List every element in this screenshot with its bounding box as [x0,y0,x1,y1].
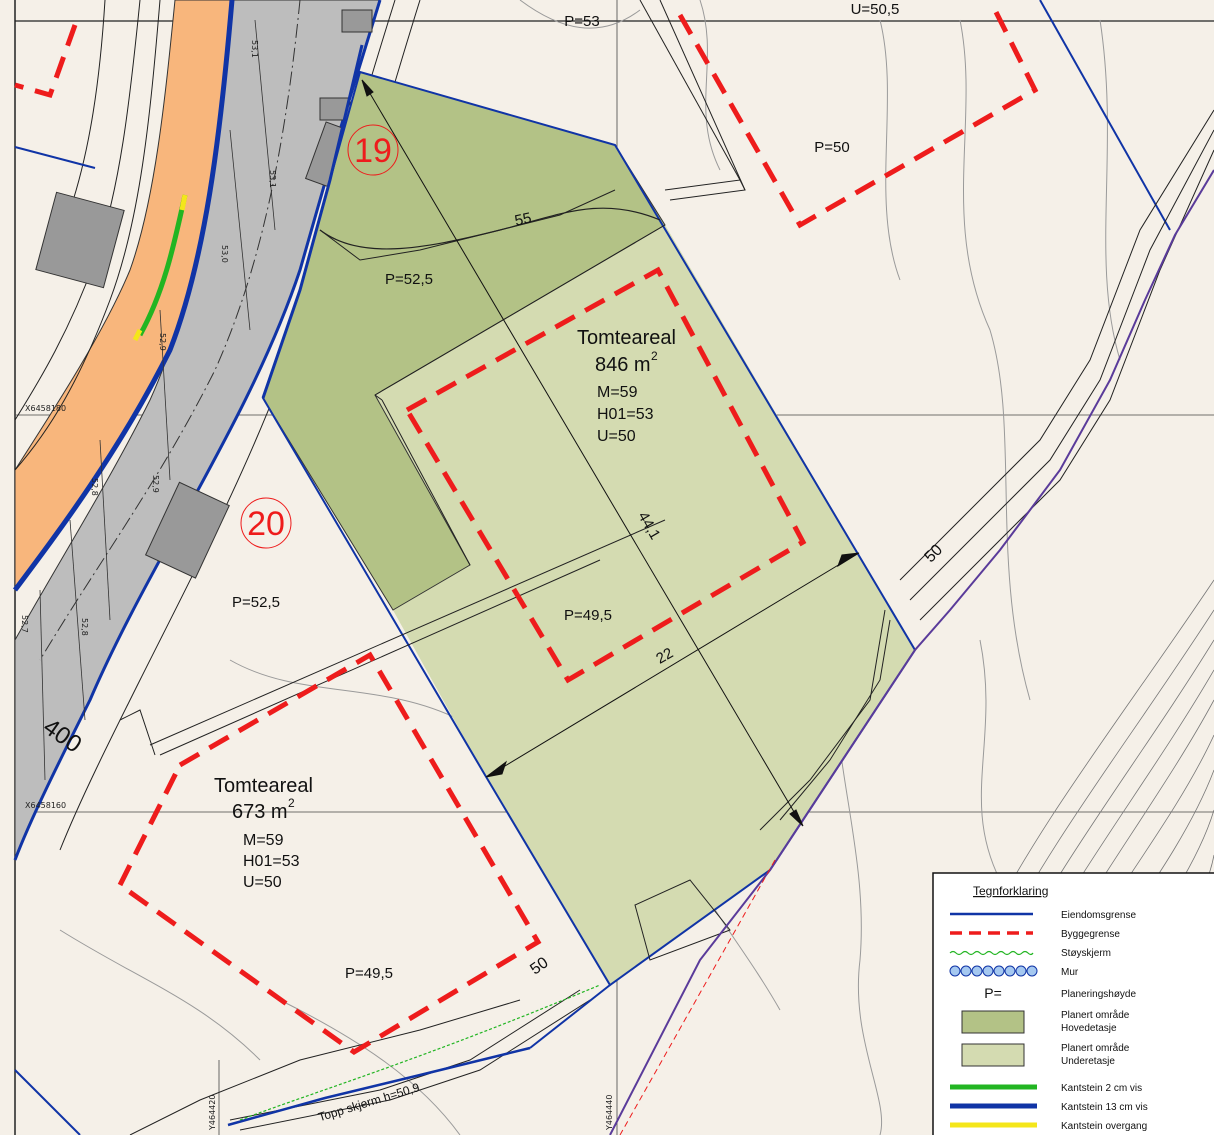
label-dim-22: 22 [653,645,676,668]
label-p-plot19: P=52,5 [385,271,433,288]
property-boundaries [14,0,1171,1135]
road-height-52-7: 52,7 [20,615,29,633]
plot-20-circle [240,497,292,549]
coord-y464440: Y464440 [605,1095,614,1131]
road-height-53-0: 53,0 [220,245,229,263]
label-contour-55: 55 [513,210,533,230]
plot-main-m: M=59 [597,384,638,401]
site-lines [119,0,1214,1135]
plot-lower-area: 673 m [232,801,288,823]
coord-x6458180: X6458180 [25,404,66,413]
plot-main-area: 846 m [595,354,651,376]
planned-area-basement-full [385,225,915,985]
legend-label-5b: Hovedetasje [1061,1023,1117,1034]
plot-lower-h01: H01=53 [243,853,300,870]
boundary-south-west [227,1046,531,1127]
road-height-53-1b: 53,1 [268,170,277,188]
plot-main-h01: H01=53 [597,406,654,423]
coord-y464420: Y464420 [208,1095,217,1131]
plot-main-area-sup: 2 [651,349,658,363]
legend-label-5: Planert område [1061,1009,1130,1021]
legend-title: Tegnforklaring [973,884,1048,898]
plot-lower-u: U=50 [243,874,282,891]
plot-main-title: Tomteareal [577,327,676,349]
plot-20-number: 20 [247,505,285,543]
dimension-lines [361,79,860,827]
legend-label-9: Kantstein overgang [1061,1121,1147,1132]
plot-19-circle [347,124,399,176]
plot-info-lower: Tomteareal 673 m 2 M=59 H01=53 U=50 [214,775,313,891]
legend-symbol-main-floor [961,1010,1025,1034]
legend-label-3: Mur [1061,967,1079,978]
plot-19-number: 19 [354,132,392,170]
legend-background [932,872,1214,1135]
legend-symbol-p-text: P= [984,985,1002,1001]
legend-label-0: Eiendomsgrense [1061,910,1136,921]
contour-55 [319,207,661,250]
plot-lower-title: Tomteareal [214,775,313,797]
plot-lower-area-sup: 2 [288,796,295,810]
legend-symbol-wall [949,965,1038,977]
noise-screen-line [239,984,601,1121]
south-boundary [529,984,611,1049]
road-height-52-9a: 52,9 [158,333,167,351]
build-limit-top-right [677,8,1039,229]
legend-symbol-basement [961,1043,1025,1067]
label-p-top: P=53 [564,13,599,30]
build-limit-top-left [14,24,78,99]
legend-label-6b: Underetasje [1061,1056,1115,1067]
legend-label-7: Kantstein 2 cm vis [1061,1083,1142,1094]
label-p50-top-right: P=50 [814,139,849,156]
build-limit-lower [116,651,542,1055]
legend-label-4: Planeringshøyde [1061,989,1136,1000]
label-p-bottom: P=49,5 [345,965,393,982]
road-height-53-1a: 53,1 [250,40,259,58]
road-height-52-8b: 52,8 [80,618,89,636]
legend-box: Tegnforklaring Eiendomsgrense Byggegrens… [932,872,1214,1135]
building-limits [14,8,1039,1055]
plot-main-u: U=50 [597,428,636,445]
legend-label-6: Planert område [1061,1042,1130,1054]
road-height-52-9b: 52,9 [151,475,160,493]
label-u-top: U=50,5 [851,1,900,18]
road-area [12,0,382,861]
east-boundary [609,169,1214,1135]
plot-lower-m: M=59 [243,832,284,849]
legend-label-8: Kantstein 13 cm vis [1061,1102,1148,1113]
red-guideline [619,859,776,1135]
build-limit-main [403,266,807,684]
plot-info-main: Tomteareal 846 m 2 M=59 H01=53 U=50 [577,327,676,445]
label-p-center: P=49,5 [564,607,612,624]
coord-x6458160: X6458160 [25,801,66,810]
label-p-plot20: P=52,5 [232,594,280,611]
road-height-52-8a: 52,8 [90,478,99,496]
legend-label-2: Støyskjerm [1061,948,1111,959]
legend-label-1: Byggegrense [1061,929,1120,940]
legend-symbol-noise-screen [949,950,1034,956]
road-edge-curve [261,44,364,399]
